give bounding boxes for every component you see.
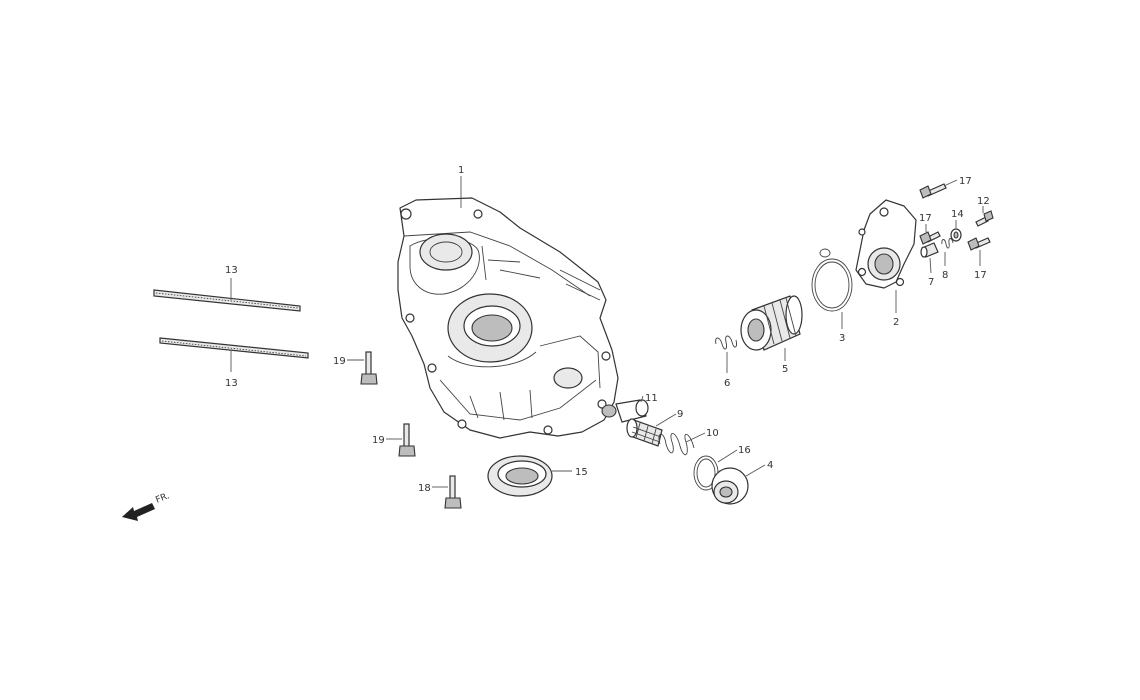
callout-18: 18 [418,483,431,494]
callout-7: 7 [928,277,934,288]
callout-17-right: 17 [974,270,987,281]
callout-13-lower: 13 [225,378,238,389]
dowel-pin-part [920,242,939,258]
front-direction-indicator: FR. [122,491,171,521]
callout-10: 10 [706,428,719,439]
cover-bolt-17a [919,183,947,199]
oil-strainer-part [626,418,663,447]
small-bolt-12 [975,210,994,227]
callout-14: 14 [951,209,964,220]
callout-16: 16 [738,445,751,456]
filter-spring-part [715,335,737,350]
oil-filter-cover-part [855,199,917,289]
oil-filter-part [740,295,803,351]
callout-9: 9 [677,409,683,420]
callout-17-mid: 17 [919,213,932,224]
callout-2: 2 [893,317,899,328]
flange-bolt-19b [398,423,416,457]
oil-seal-part [487,455,553,497]
callout-19-upper: 19 [333,356,346,367]
flange-bolt-18 [444,475,462,509]
callout-6: 6 [724,378,730,389]
front-arrow-icon [122,503,155,521]
leader-lines [230,176,984,488]
callout-13-upper: 13 [225,265,238,276]
small-ring-part [950,228,962,242]
flange-bolt-19a [360,351,378,385]
cover-bolt-17b [919,231,941,245]
callout-19-lower: 19 [372,435,385,446]
stud-bolt-upper [153,289,301,312]
callout-17-top: 17 [959,176,972,187]
callout-8: 8 [942,270,948,281]
crankcase-cover-part [397,197,619,439]
callout-5: 5 [782,364,788,375]
drain-plug-part [711,467,749,505]
cover-bolt-17c [967,237,991,251]
callout-4: 4 [767,460,773,471]
filter-cover-gasket-part [811,248,853,312]
stud-bolt-lower [159,337,309,359]
front-label: FR. [154,491,171,506]
callout-11: 11 [645,393,658,404]
callout-1: 1 [458,165,464,176]
callout-15: 15 [575,467,588,478]
callout-3: 3 [839,333,845,344]
small-spring-part [941,238,954,249]
callout-12: 12 [977,196,990,207]
relief-spring-part [658,433,695,456]
callout-labels: 1 13 13 19 19 18 15 11 9 10 16 4 6 5 3 2… [225,165,990,494]
